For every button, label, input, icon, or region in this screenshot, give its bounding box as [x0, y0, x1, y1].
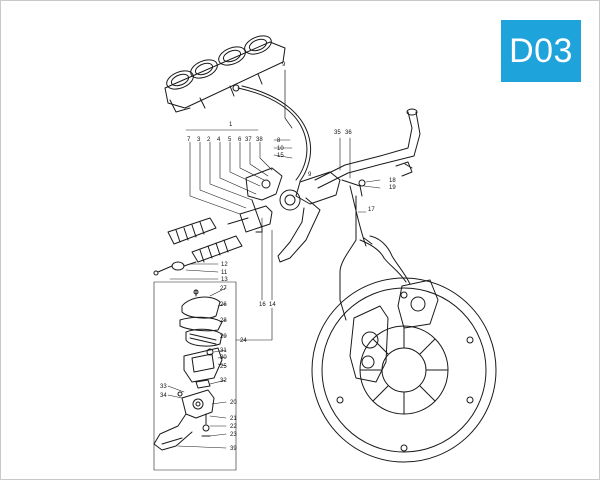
callout-24: 24: [240, 338, 247, 344]
callout-37: 37: [245, 137, 252, 143]
brake-hose: [339, 195, 411, 321]
callout-2: 2: [207, 137, 211, 143]
handlebar-grips: [167, 217, 249, 263]
callout-7: 7: [187, 137, 191, 143]
callout-leaders: [167, 129, 381, 449]
leader-line: [284, 69, 293, 129]
callout-36: 36: [345, 130, 352, 136]
callout-15: 15: [277, 153, 284, 159]
callout-26: 26: [220, 302, 227, 308]
throttle-housing: [239, 167, 283, 233]
callout-33: 33: [160, 384, 167, 390]
callout-25: 25: [220, 364, 227, 370]
exploded-group-box: [153, 281, 237, 471]
callout-38: 38: [256, 137, 263, 143]
callout-28: 28: [220, 318, 227, 324]
handlebar: [314, 108, 421, 189]
callout-31: 31: [220, 348, 227, 354]
callout-4: 4: [217, 137, 221, 143]
callout-35: 35: [334, 130, 341, 136]
callout-23: 23: [230, 432, 237, 438]
callout-16: 16: [259, 302, 266, 308]
callout-8: 8: [277, 138, 281, 144]
callout-9-bar: 9: [308, 172, 312, 178]
callout-13: 13: [221, 277, 228, 283]
callout-9-top: 9: [282, 62, 286, 68]
callout-14: 14: [269, 302, 276, 308]
exploded-parts: [153, 289, 223, 451]
callout-21: 21: [230, 416, 237, 422]
callout-39: 39: [230, 446, 237, 452]
callout-1: 1: [229, 122, 233, 128]
brake-caliper: [349, 279, 439, 383]
callout-30: 30: [220, 355, 227, 361]
callout-27: 27: [220, 286, 227, 292]
throttle-body-assembly: [164, 35, 286, 113]
callout-20: 20: [230, 400, 237, 406]
callout-22: 22: [230, 424, 237, 430]
callout-17: 17: [368, 207, 375, 213]
brake-disc: [311, 277, 497, 463]
callout-18: 18: [389, 178, 396, 184]
callout-12: 12: [221, 262, 228, 268]
callout-32: 32: [220, 378, 227, 384]
callout-6: 6: [238, 137, 242, 143]
callout-19: 19: [389, 185, 396, 191]
callout-29: 29: [220, 334, 227, 340]
brake-master-cylinder: [277, 171, 367, 263]
throttle-cable: [237, 85, 312, 182]
bar-end-weight: [153, 261, 197, 276]
callout-34: 34: [160, 393, 167, 399]
callout-11: 11: [221, 270, 228, 276]
callout-3: 3: [197, 137, 201, 143]
section-code-badge: D03: [501, 20, 581, 82]
callout-10: 10: [277, 146, 284, 152]
callout-5: 5: [228, 137, 232, 143]
callout-labels: 1 7 3 2 4 5 6 37 38 9 8 10 15 9 35 36 18…: [160, 62, 396, 452]
